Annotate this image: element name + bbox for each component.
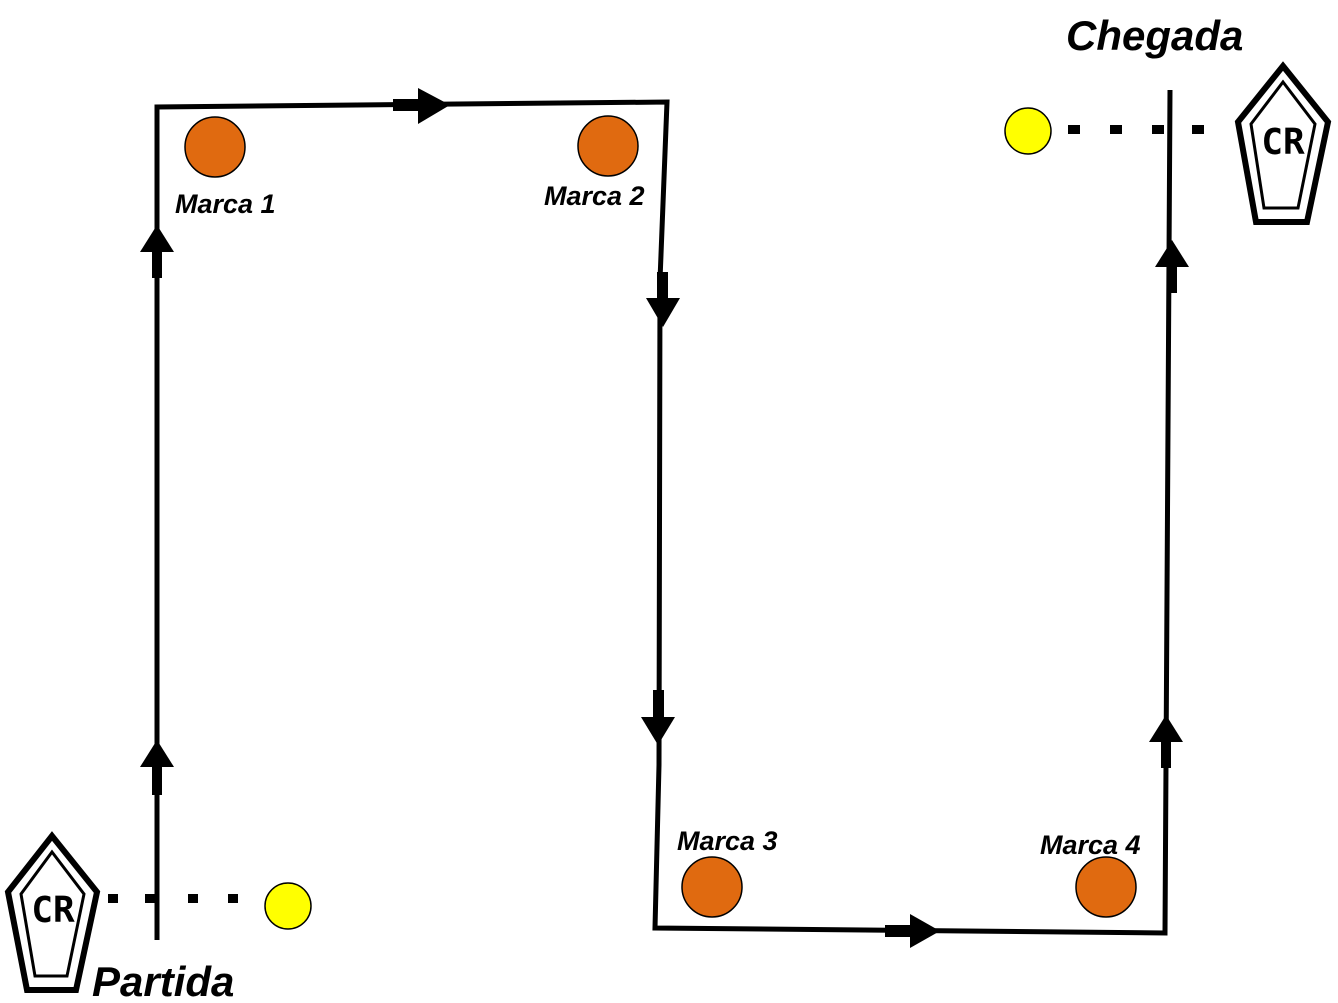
arrow-up-icon (140, 225, 174, 252)
finish-cr-text: CR (1261, 122, 1305, 163)
finish-cr-marker: CR (1234, 61, 1332, 225)
arrow-right-icon (910, 914, 940, 948)
start-ball (264, 882, 312, 930)
mark-1-label: Marca 1 (175, 189, 276, 219)
mark-1 (184, 116, 246, 178)
arrow-down-icon (641, 717, 675, 745)
start-label: Partida (92, 958, 234, 1003)
arrow-shaft (393, 99, 420, 111)
mark-4 (1075, 856, 1137, 918)
arrow-shaft (885, 925, 912, 937)
arrow-shaft (657, 272, 668, 300)
arrow-right-icon (418, 88, 450, 124)
arrow-down-icon (646, 298, 680, 327)
arrow-up-icon (1155, 240, 1189, 267)
mark-2 (577, 115, 639, 177)
arrow-shaft (152, 765, 162, 795)
mark-4-label: Marca 4 (1040, 830, 1141, 860)
mark-2-label: Marca 2 (544, 181, 645, 211)
arrow-shaft (1161, 740, 1171, 768)
arrow-shaft (653, 690, 664, 719)
arrow-up-icon (140, 740, 174, 767)
start-dotted-line (108, 894, 238, 903)
arrow-shaft (152, 250, 162, 278)
arrow-shaft (1167, 265, 1177, 293)
mark-3 (681, 856, 743, 918)
finish-dotted-line (1068, 125, 1204, 134)
arrow-up-icon (1149, 715, 1183, 742)
start-cr-text: CR (31, 890, 75, 931)
finish-ball (1004, 107, 1052, 155)
route-path (154, 89, 1173, 940)
mark-3-label: Marca 3 (677, 826, 778, 856)
start-cr-marker: CR (4, 831, 101, 993)
finish-label: Chegada (1066, 12, 1243, 59)
